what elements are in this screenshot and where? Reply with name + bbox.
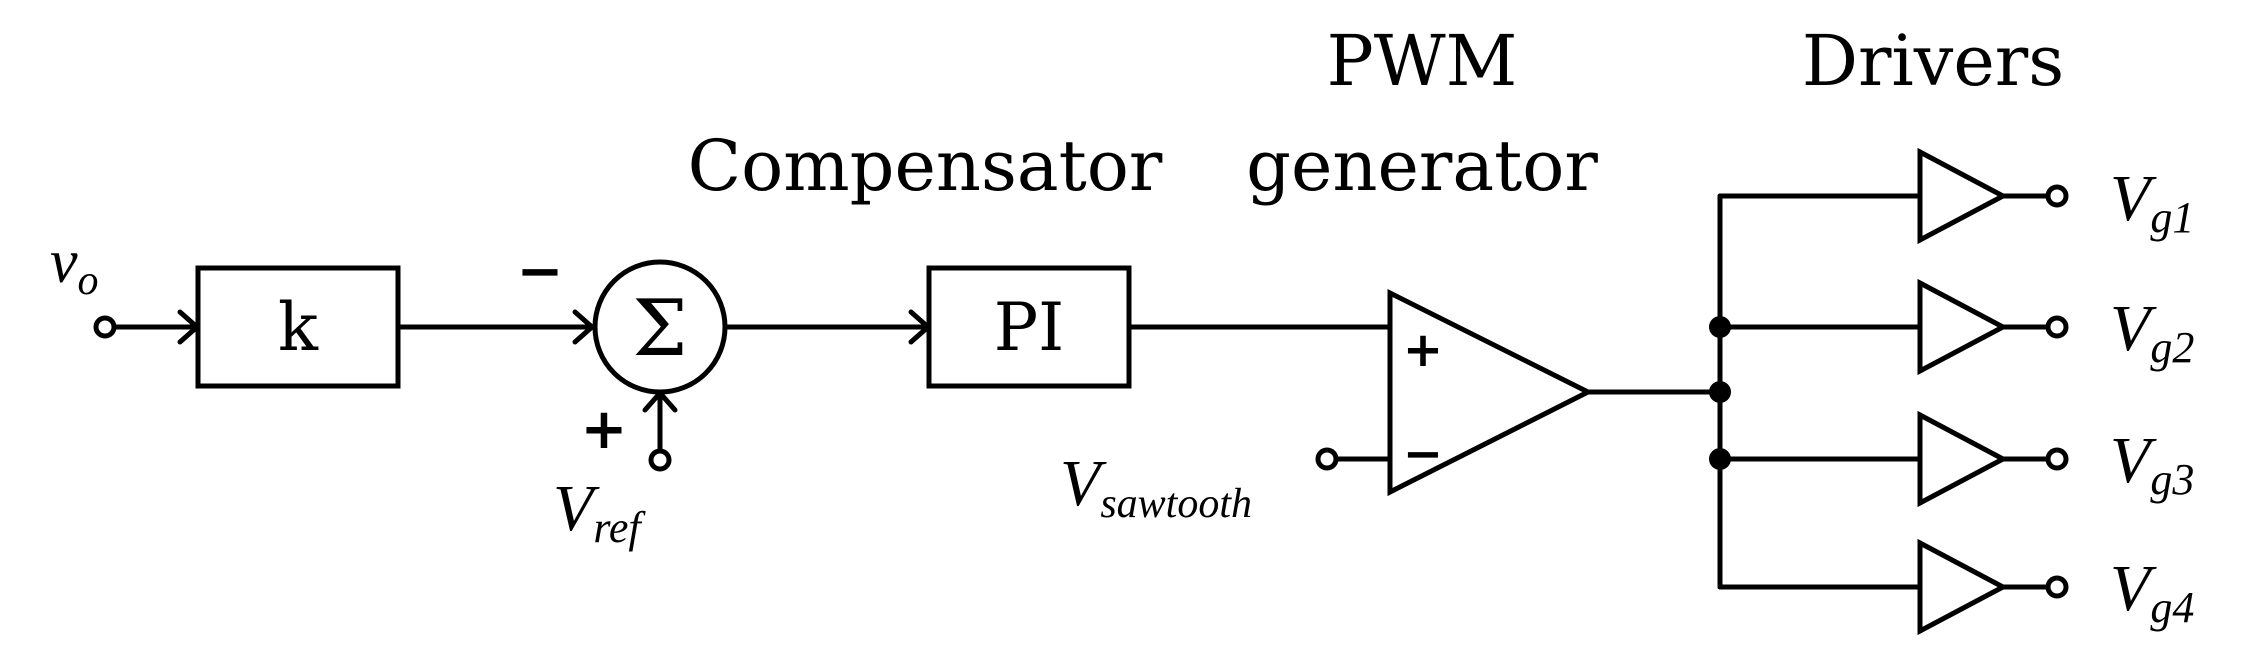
reference-terminal bbox=[648, 448, 672, 472]
compensator-title: Compensator bbox=[688, 125, 1163, 207]
input-terminal bbox=[93, 315, 117, 339]
arrow-into-summer-bottom bbox=[642, 390, 678, 413]
summer-sigma: Σ bbox=[632, 284, 687, 374]
driver-output-label-1: Vg1 bbox=[2110, 162, 2194, 242]
pwm-title-line1: PWM bbox=[1327, 20, 1518, 102]
arrow-into-summer bbox=[572, 309, 595, 345]
gain-block-label: k bbox=[278, 289, 319, 366]
sawtooth-terminal bbox=[1315, 447, 1339, 471]
summer-minus-sign: − bbox=[517, 239, 564, 304]
sawtooth-label: Vsawtooth bbox=[1060, 447, 1252, 527]
driver-3 bbox=[1717, 410, 2069, 508]
summer-plus-sign: + bbox=[581, 397, 628, 462]
input-label: vo bbox=[50, 228, 99, 304]
drivers-title: Drivers bbox=[1802, 20, 2064, 102]
driver-output-label-3: Vg3 bbox=[2110, 424, 2194, 504]
driver-1 bbox=[1717, 147, 2069, 245]
pi-block bbox=[926, 265, 1132, 389]
pwm-plus-sign: + bbox=[1403, 322, 1443, 378]
pwm-comparator bbox=[1387, 288, 1594, 497]
pwm-title-line2: generator bbox=[1246, 125, 1598, 207]
bus-junction-dot bbox=[1709, 381, 1731, 403]
reference-label: Vref bbox=[553, 472, 646, 552]
pwm-minus-sign: − bbox=[1403, 426, 1443, 482]
driver-4 bbox=[1717, 538, 2069, 636]
pi-block-label: PI bbox=[994, 289, 1064, 366]
driver-output-label-4: Vg4 bbox=[2110, 552, 2194, 632]
driver-output-label-2: Vg2 bbox=[2110, 292, 2194, 372]
driver-2 bbox=[1717, 278, 2069, 376]
